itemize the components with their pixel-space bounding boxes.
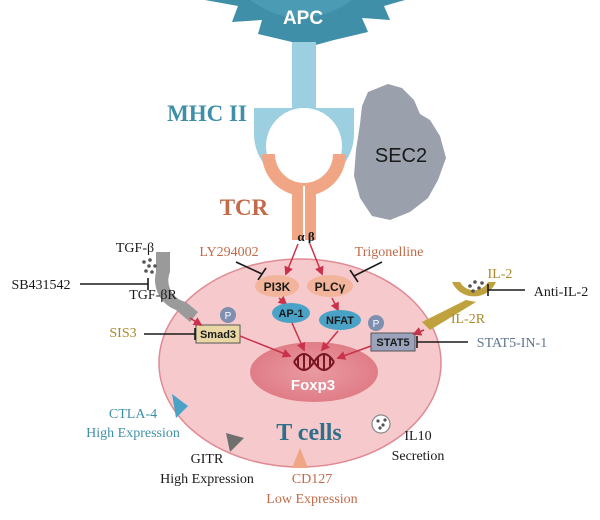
ly294002-label: LY294002 (199, 245, 258, 260)
tcr-label: TCR (220, 195, 269, 220)
ctla4-expression: High Expression (86, 426, 180, 441)
il2r-to-stat5-arrow (412, 327, 425, 336)
stat5-node (370, 332, 416, 352)
cd127-label: CD127 (292, 472, 332, 487)
tgfb-ligand-dots (142, 258, 157, 274)
ap1-label: AP-1 (278, 308, 303, 320)
ctla4-label: CTLA-4 (109, 407, 157, 422)
trigonelline-label: Trigonelline (355, 245, 424, 260)
stat5-p-label: P (373, 319, 380, 330)
sb431542-label: SB431542 (11, 278, 70, 293)
il10-label: IL10 (404, 429, 431, 444)
tcr-signal-arrows (284, 243, 324, 276)
sb431542-inhibition (80, 278, 149, 290)
anti-il2-label: Anti-IL-2 (534, 285, 588, 300)
tgfbr-receptor (154, 252, 198, 322)
smad3-phospho (220, 307, 236, 323)
gitr-marker (226, 433, 244, 452)
gitr-expression: High Expression (160, 472, 254, 487)
ap1-node (272, 303, 310, 323)
ctla4-marker (172, 394, 188, 418)
tcr-receptor (262, 154, 346, 240)
pi3k-node (255, 275, 299, 297)
il2r-label: IL-2R (451, 312, 486, 327)
apc-cell (205, 0, 405, 46)
stat5-in-label: STAT5-IN-1 (477, 336, 547, 351)
plcg-node (307, 275, 353, 297)
anti-il2-inhibition (487, 284, 525, 296)
tgfbr-label: TGF-βR (129, 288, 177, 303)
mhc-ii-molecule (254, 42, 354, 184)
foxp3-label: Foxp3 (291, 377, 335, 394)
il10-secretion-icon (371, 414, 391, 434)
gitr-label: GITR (191, 452, 224, 467)
ly294002-inhibition (235, 261, 267, 281)
apc-label: APC (283, 8, 323, 29)
stat5-phospho (368, 315, 384, 331)
pi3k-label: PI3K (264, 280, 291, 294)
nfat-node (319, 310, 361, 330)
stat5-label: STAT5 (376, 337, 409, 349)
plcg-label: PLCγ (315, 280, 346, 294)
tcell-label: T cells (276, 420, 342, 446)
tgfb-label: TGF-β (116, 241, 154, 256)
foxp3-input-arrows (239, 322, 372, 360)
stat5-in-inhibition (416, 336, 468, 348)
cd127-marker (292, 448, 308, 468)
tgfbr-to-smad3-arrow (189, 317, 203, 326)
il2-ligand-dots (468, 280, 484, 293)
il2r-receptor (422, 282, 496, 330)
sec2-label: SEC2 (375, 145, 427, 167)
il10-secretion: Secretion (392, 449, 445, 464)
sec2-shape (354, 84, 446, 220)
kinase-arrows (277, 295, 339, 312)
dna-icon (293, 353, 335, 371)
mhc-ii-label: MHC II (167, 101, 247, 126)
smad3-label: Smad3 (200, 329, 236, 341)
smad3-p-label: P (225, 311, 232, 322)
smad3-node (195, 324, 241, 344)
sis3-inhibition (144, 328, 196, 340)
il2-label: IL-2 (488, 267, 513, 282)
sis3-label: SIS3 (109, 326, 136, 341)
alpha-beta-label: α β (297, 229, 315, 244)
nfat-label: NFAT (326, 315, 354, 327)
cd127-expression: Low Expression (266, 492, 357, 507)
trigonelline-inhibition (349, 261, 383, 283)
